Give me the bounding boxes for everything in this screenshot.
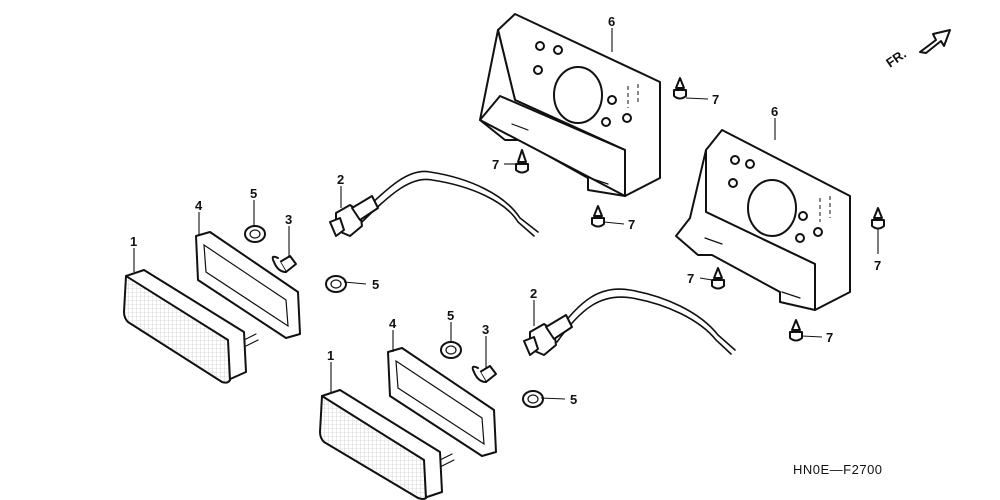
screw-5 [711,267,725,290]
callout-bulb-upper: 3 [285,212,292,227]
catalog-code: HN0E—F2700 [793,462,883,477]
socket-upper [329,170,539,237]
callout-lens-lower: 1 [327,348,334,363]
gasket-lower [387,347,497,457]
arrow-icon [919,29,951,54]
callout-screw-6: 7 [826,330,833,345]
grommet-4 [522,390,544,408]
lens-lower [319,389,455,500]
bracket-upper [479,13,661,197]
gasket-upper [195,231,301,339]
bulb-lower [471,365,497,383]
screw-3 [591,205,605,228]
leader-lines [133,28,879,400]
bracket-lower [675,129,851,311]
screw-2 [515,149,529,174]
callout-socket-upper: 2 [337,172,344,187]
callout-bracket-upper: 6 [608,14,615,29]
callout-bracket-lower: 6 [771,104,778,119]
front-direction-arrow: FR. [883,29,951,70]
callout-bulb-lower: 3 [482,322,489,337]
callout-screw-1: 7 [712,92,719,107]
callout-gasket-lower: 4 [389,316,397,331]
direction-label: FR. [883,46,909,70]
grommet-3 [440,341,462,359]
callout-grommet-1: 5 [250,186,257,201]
socket-lower [523,288,736,356]
callout-gasket-upper: 4 [195,198,203,213]
callout-screw-5: 7 [687,271,694,286]
callout-screw-3: 7 [628,217,635,232]
callout-lens-upper: 1 [130,234,137,249]
callout-grommet-3: 5 [447,308,454,323]
callout-screw-4: 7 [874,258,881,273]
screw-1 [673,77,687,100]
callout-numbers: 1 4 5 3 5 2 1 4 5 3 5 2 6 6 7 7 7 7 7 7 [130,14,881,407]
grommet-1 [244,225,266,243]
screw-4 [871,207,885,230]
bulb-upper [271,255,297,273]
callout-grommet-4: 5 [570,392,577,407]
callout-grommet-2: 5 [372,277,379,292]
screw-6 [789,319,803,342]
lens-upper [123,269,259,384]
callout-screw-2: 7 [492,157,499,172]
grommet-2 [325,275,347,293]
callout-socket-lower: 2 [530,286,537,301]
